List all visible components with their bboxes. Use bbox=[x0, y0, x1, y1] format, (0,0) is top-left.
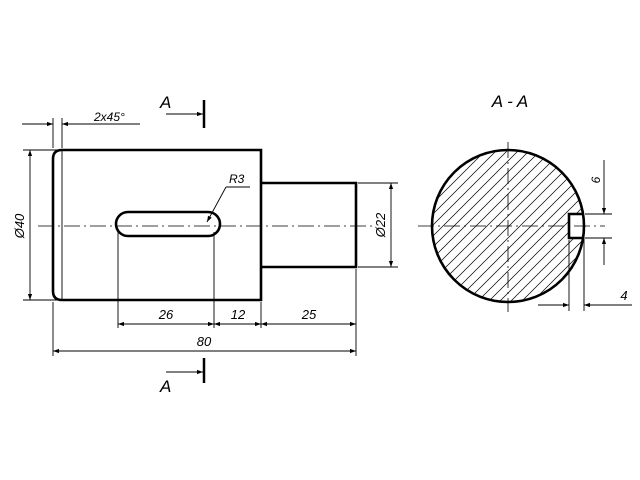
hatch-line bbox=[432, 150, 584, 302]
key-depth-label: 6 bbox=[589, 176, 603, 183]
radius-label: R3 bbox=[229, 172, 245, 186]
hatch-line bbox=[532, 150, 584, 302]
hatch-line bbox=[432, 150, 584, 302]
hatch-line bbox=[488, 150, 584, 302]
hatch-line bbox=[432, 150, 584, 302]
dimension-diameter-small: Ø22 bbox=[358, 182, 398, 268]
hatch-line bbox=[432, 150, 584, 302]
hatch-line bbox=[432, 150, 472, 302]
hatch-line bbox=[432, 150, 584, 302]
key-slot bbox=[114, 210, 222, 238]
section-hatching bbox=[432, 150, 584, 302]
hatch-line bbox=[432, 150, 584, 302]
hatch-line bbox=[432, 150, 584, 302]
section-letter-top: A bbox=[159, 93, 171, 112]
hatch-line bbox=[455, 150, 584, 302]
slot-length-label: 26 bbox=[158, 307, 174, 322]
hatch-line bbox=[432, 150, 584, 302]
hatch-line bbox=[432, 150, 584, 302]
dimension-chamfer: 2x45° bbox=[22, 110, 140, 148]
section-mark-bottom: A bbox=[159, 358, 206, 396]
hatch-line bbox=[543, 150, 584, 302]
hatch-line bbox=[432, 150, 505, 302]
hatch-line bbox=[499, 150, 584, 302]
hatch-line bbox=[444, 150, 584, 302]
small-cylinder-outline bbox=[261, 181, 358, 269]
hatch-line bbox=[432, 150, 527, 302]
hatch-line bbox=[432, 150, 483, 302]
hatch-line bbox=[432, 150, 584, 302]
hatch-line bbox=[432, 150, 582, 302]
hatch-line bbox=[432, 150, 584, 302]
hatch-line bbox=[432, 150, 584, 302]
dimension-diameter-large: Ø40 bbox=[12, 149, 58, 301]
hatch-line bbox=[432, 150, 584, 302]
section-title: A - A bbox=[491, 92, 529, 111]
hatch-line bbox=[432, 150, 571, 302]
key-width-label: 4 bbox=[620, 288, 627, 303]
hatch-line bbox=[432, 150, 584, 302]
hatch-line bbox=[433, 150, 584, 302]
hatch-line bbox=[521, 150, 584, 302]
radius-leader: R3 bbox=[206, 172, 250, 223]
dimension-lengths: 26 12 25 80 bbox=[52, 232, 357, 356]
section-mark-top: A bbox=[159, 93, 206, 128]
hatch-line bbox=[432, 150, 584, 302]
hatch-line bbox=[432, 150, 584, 302]
hatch-line bbox=[432, 150, 494, 302]
total-length-label: 80 bbox=[197, 334, 212, 349]
dimension-key-width: 4 bbox=[538, 236, 632, 311]
diameter-large-label: Ø40 bbox=[12, 213, 27, 239]
chamfer-label: 2x45° bbox=[93, 110, 125, 124]
hatch-line bbox=[432, 150, 584, 302]
slot-offset-label: 12 bbox=[231, 307, 246, 322]
shaft-front-view bbox=[38, 148, 372, 302]
hatch-line bbox=[432, 150, 584, 302]
hatch-line bbox=[510, 150, 584, 302]
hatch-line bbox=[466, 150, 584, 302]
section-letter-bottom: A bbox=[159, 377, 171, 396]
hatch-line bbox=[432, 150, 516, 302]
diameter-small-label: Ø22 bbox=[373, 212, 388, 238]
dimension-key-depth: 6 bbox=[585, 160, 612, 265]
step-length-label: 25 bbox=[301, 307, 317, 322]
section-view: A - A bbox=[418, 92, 605, 312]
hatch-line bbox=[432, 150, 584, 302]
hatch-line bbox=[432, 150, 584, 302]
